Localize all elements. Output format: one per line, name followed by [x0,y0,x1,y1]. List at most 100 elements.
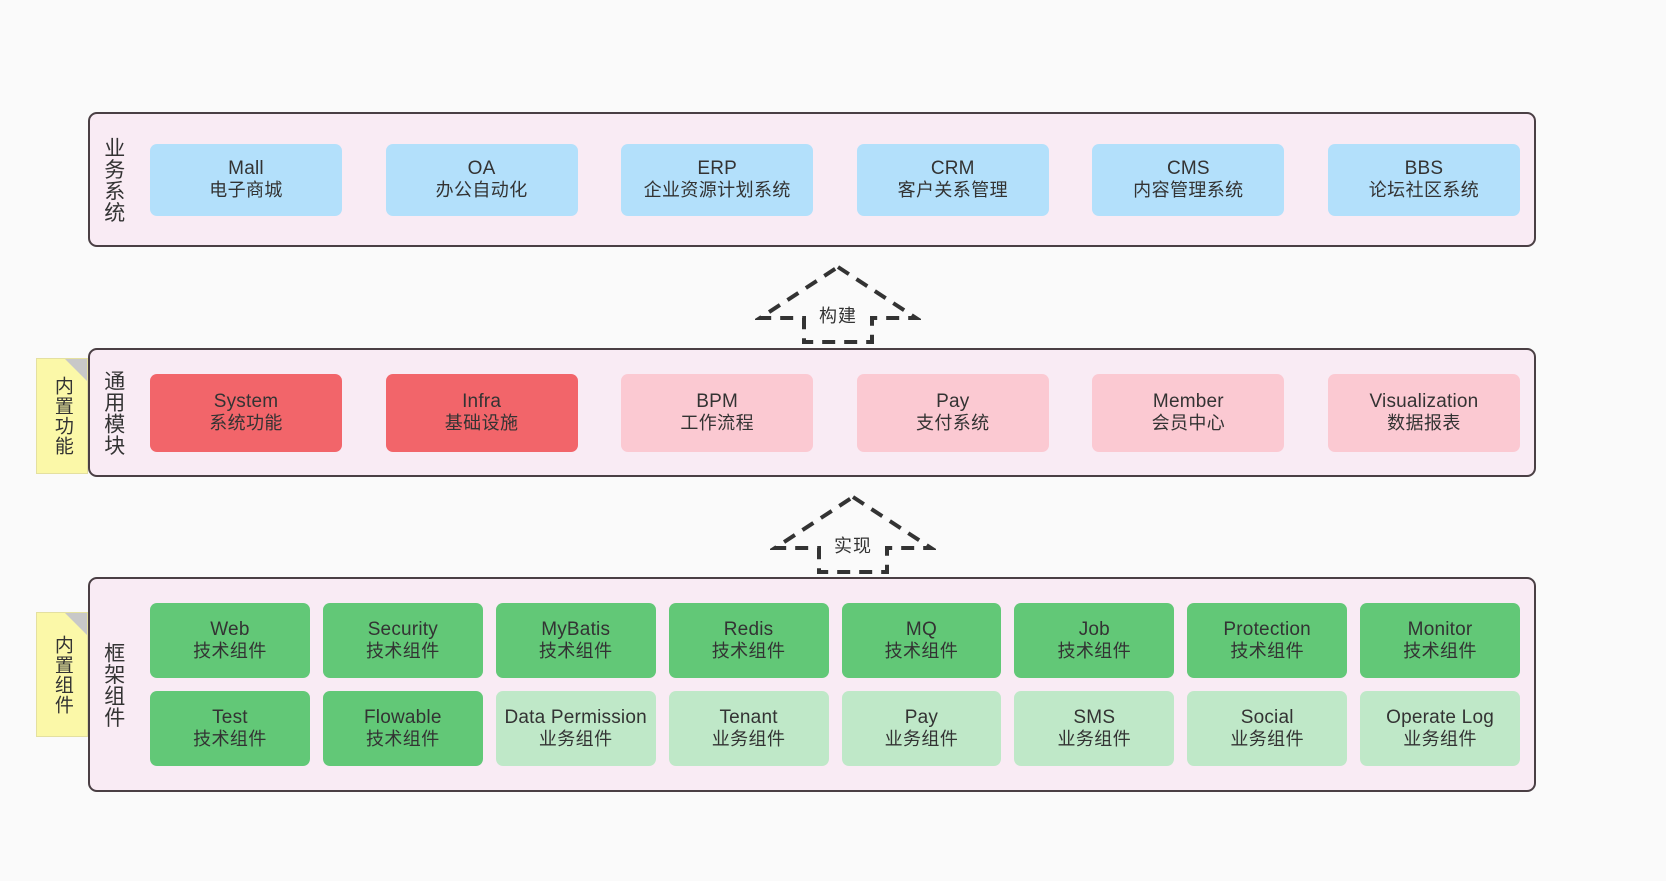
card-subtitle: 业务组件 [711,729,786,750]
business-systems-card-list: Mall 电子商城 OA 办公自动化 ERP 企业资源计划系统 CRM 客户关系… [136,114,1534,245]
card-subtitle: 技术组件 [366,729,440,750]
folded-corner-icon [65,613,87,635]
card-mybatis[interactable]: MyBatis 技术组件 [495,603,656,678]
card-title: MyBatis [541,618,611,640]
card-title: Infra [462,390,502,412]
card-job[interactable]: Job 技术组件 [1014,603,1175,678]
layer-framework-components: 框架组件 Web 技术组件 Security 技术组件 MyBatis 技术组件… [88,577,1536,792]
card-subtitle: 电子商城 [209,180,283,201]
framework-components-card-grid: Web 技术组件 Security 技术组件 MyBatis 技术组件 Redi… [136,579,1534,790]
card-subtitle: 技术组件 [884,641,959,662]
card-subtitle: 技术组件 [538,641,613,662]
card-subtitle: 办公自动化 [435,180,528,201]
card-title: MQ [905,618,937,640]
card-oa[interactable]: OA 办公自动化 [385,143,578,216]
card-title: BBS [1404,157,1444,179]
card-title: Monitor [1407,618,1473,640]
card-redis[interactable]: Redis 技术组件 [668,603,829,678]
card-bpm[interactable]: BPM 工作流程 [621,373,814,452]
card-title: SMS [1073,706,1116,728]
card-bbs[interactable]: BBS 论坛社区系统 [1327,143,1520,216]
card-subtitle: 客户关系管理 [897,180,1008,201]
layer-label-common-modules: 通用模块 [101,369,125,456]
card-title: Security [367,618,438,640]
card-title: Visualization [1369,390,1479,412]
card-title: Member [1152,390,1224,412]
framework-row-business: Test 技术组件 Flowable 技术组件 Data Permission … [150,691,1520,766]
connector-implement-label: 实现 [834,536,872,556]
card-subtitle: 业务组件 [1057,729,1132,750]
card-sms[interactable]: SMS 业务组件 [1014,691,1175,766]
common-modules-card-list: System 系统功能 Infra 基础设施 BPM 工作流程 Pay 支付系统… [136,350,1534,475]
card-title: OA [467,157,496,179]
card-system[interactable]: System 系统功能 [150,373,342,452]
card-subtitle: 工作流程 [680,413,754,434]
card-title: Mall [228,157,264,179]
card-subtitle: 技术组件 [1057,641,1132,662]
card-title: Web [210,618,250,640]
card-tenant[interactable]: Tenant 业务组件 [668,691,829,766]
card-subtitle: 技术组件 [366,641,440,662]
card-infra[interactable]: Infra 基础设施 [385,373,578,452]
card-subtitle: 业务组件 [538,729,613,750]
card-pay-component[interactable]: Pay 业务组件 [841,691,1002,766]
card-pay-module[interactable]: Pay 支付系统 [856,373,1049,452]
card-operate-log[interactable]: Operate Log 业务组件 [1360,691,1520,766]
card-subtitle: 支付系统 [915,413,990,434]
card-cms[interactable]: CMS 内容管理系统 [1092,143,1285,216]
card-security[interactable]: Security 技术组件 [322,603,483,678]
card-subtitle: 内容管理系统 [1133,180,1244,201]
layer-common-modules: 通用模块 System 系统功能 Infra 基础设施 BPM 工作流程 Pay… [88,348,1536,477]
card-subtitle: 技术组件 [711,641,786,662]
connector-implement-arrow: 实现 [770,492,936,574]
card-data-permission[interactable]: Data Permission 业务组件 [495,691,656,766]
card-title: Flowable [363,706,442,728]
card-subtitle: 会员中心 [1151,413,1226,434]
card-subtitle: 系统功能 [209,413,283,434]
sticky-note-builtin-features: 内置功能 [36,358,88,474]
sticky-note-label: 内置组件 [51,634,73,715]
layer-business-systems: 业务系统 Mall 电子商城 OA 办公自动化 ERP 企业资源计划系统 CRM… [88,112,1536,247]
card-subtitle: 数据报表 [1387,413,1461,434]
connector-build-arrow: 构建 [755,262,921,344]
card-title: Redis [723,618,774,640]
card-mall[interactable]: Mall 电子商城 [150,143,342,216]
connector-build-label: 构建 [819,306,857,326]
card-social[interactable]: Social 业务组件 [1187,691,1348,766]
layer-label-framework-components: 框架组件 [101,641,125,728]
layer-label-business-systems: 业务系统 [101,136,125,223]
card-flowable[interactable]: Flowable 技术组件 [322,691,483,766]
card-subtitle: 技术组件 [193,641,267,662]
card-erp[interactable]: ERP 企业资源计划系统 [621,143,814,216]
card-subtitle: 业务组件 [1403,729,1477,750]
sticky-note-builtin-components: 内置组件 [36,612,88,737]
card-title: Tenant [719,706,778,728]
card-subtitle: 业务组件 [1230,729,1304,750]
card-mq[interactable]: MQ 技术组件 [841,603,1002,678]
framework-row-technical: Web 技术组件 Security 技术组件 MyBatis 技术组件 Redi… [150,603,1520,678]
card-title: Test [212,706,248,728]
card-title: Pay [904,706,939,728]
card-subtitle: 技术组件 [193,729,267,750]
sticky-note-label: 内置功能 [51,376,73,456]
card-subtitle: 企业资源计划系统 [643,180,791,201]
card-subtitle: 业务组件 [884,729,959,750]
card-monitor[interactable]: Monitor 技术组件 [1360,603,1520,678]
card-web[interactable]: Web 技术组件 [150,603,310,678]
card-subtitle: 基础设施 [444,413,519,434]
card-title: ERP [697,157,738,179]
card-visualization[interactable]: Visualization 数据报表 [1327,373,1520,452]
card-title: CRM [930,157,975,179]
card-crm[interactable]: CRM 客户关系管理 [856,143,1049,216]
card-title: Social [1240,706,1294,728]
card-subtitle: 论坛社区系统 [1368,180,1480,201]
card-member[interactable]: Member 会员中心 [1092,373,1285,452]
card-title: Data Permission [504,706,647,728]
card-protection[interactable]: Protection 技术组件 [1187,603,1348,678]
card-title: Job [1078,618,1110,640]
card-title: BPM [696,390,739,412]
card-title: System [213,390,279,412]
card-title: Pay [936,390,970,412]
card-subtitle: 技术组件 [1230,641,1304,662]
card-test[interactable]: Test 技术组件 [150,691,310,766]
